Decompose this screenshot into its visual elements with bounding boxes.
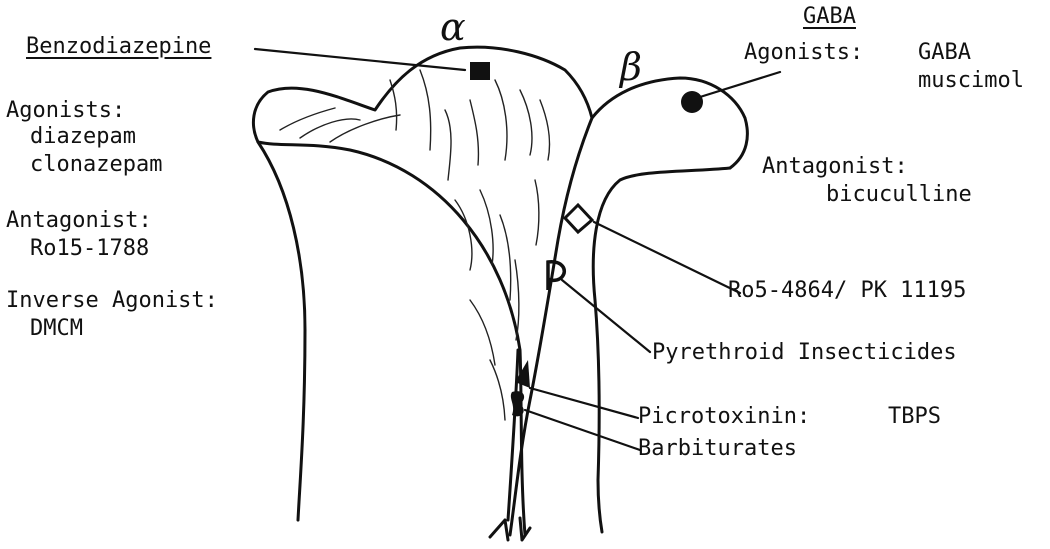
gaba-site-marker xyxy=(681,91,703,113)
ro5-site-marker xyxy=(565,205,592,232)
gaba-antagonist-label: Antagonist: xyxy=(762,154,908,180)
benzodiazepine-antagonist-label: Antagonist: xyxy=(6,208,152,234)
picrotoxinin-site-label: Picrotoxinin: xyxy=(638,404,810,430)
gaba-heading: GABA xyxy=(803,4,856,30)
gaba-antagonist: bicuculline xyxy=(826,182,972,208)
barbiturate-site-label: Barbiturates xyxy=(638,436,797,462)
benzodiazepine-heading: Benzodiazepine xyxy=(26,34,211,60)
alpha-subunit-stem xyxy=(258,142,305,520)
benzodiazepine-agonist-2: clonazepam xyxy=(30,152,162,178)
beta-subunit-label: β xyxy=(620,48,642,86)
pyrethroid-site-label: Pyrethroid Insecticides xyxy=(652,340,957,366)
ro5-site-label: Ro5-4864/ PK 11195 xyxy=(728,278,966,304)
benzodiazepine-inverse-agonist: DMCM xyxy=(30,316,83,342)
alpha-subunit-label: α xyxy=(440,8,466,46)
gaba-agonist-1: GABA xyxy=(918,40,971,66)
benzodiazepine-agonist-1: diazepam xyxy=(30,124,136,150)
benzodiazepine-site-marker xyxy=(470,62,490,80)
gaba-agonist-2: muscimol xyxy=(918,68,1024,94)
benzodiazepine-agonists-label: Agonists: xyxy=(6,98,125,124)
benzodiazepine-antagonist: Ro15-1788 xyxy=(30,236,149,262)
gaba-agonists-label: Agonists: xyxy=(744,40,863,66)
subunit-shading xyxy=(280,70,550,420)
tbps-label: TBPS xyxy=(888,404,941,430)
benzodiazepine-inverse-agonist-label: Inverse Agonist: xyxy=(6,288,218,314)
